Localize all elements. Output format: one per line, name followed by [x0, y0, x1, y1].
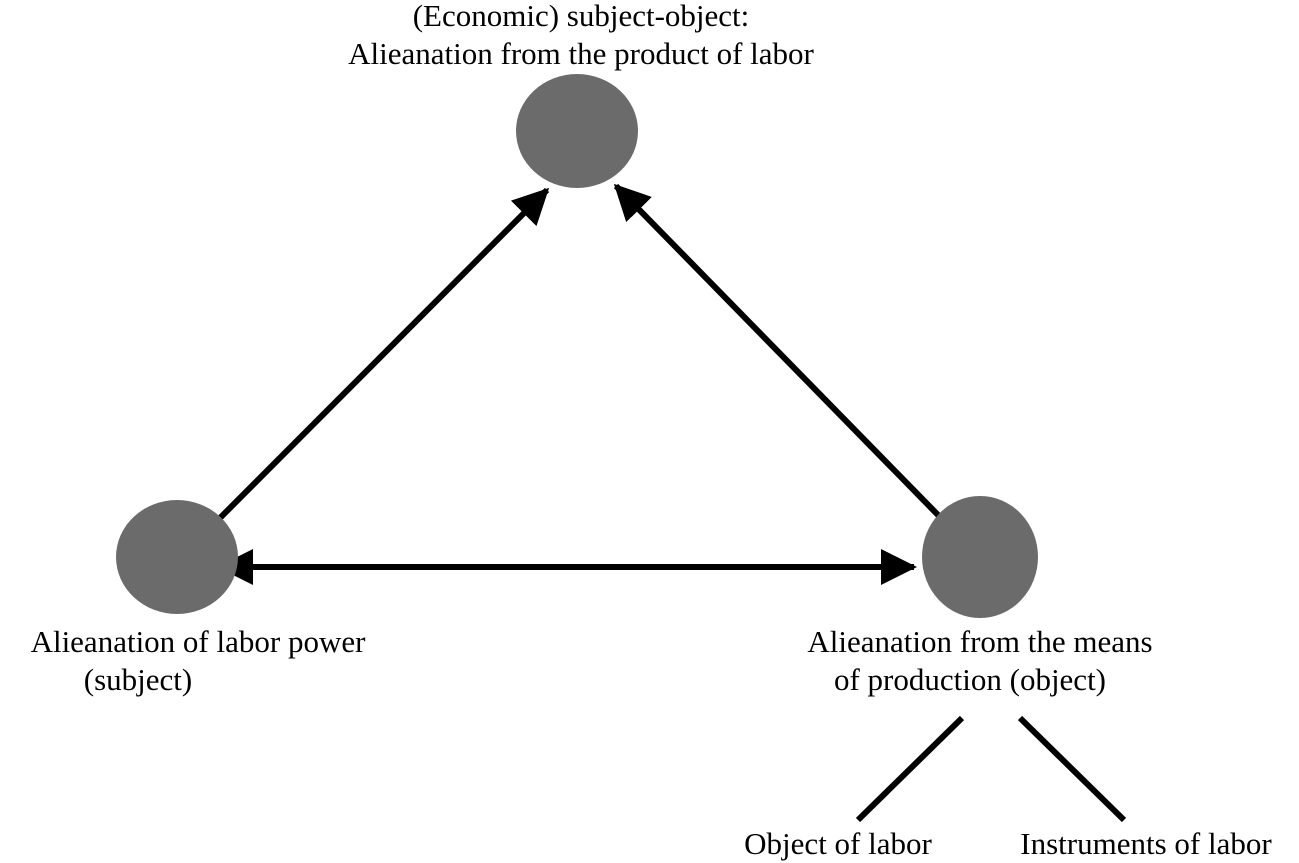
- branch-line-object-of-labor: [855, 715, 965, 823]
- node-right-label: Alieanation from the means of production…: [770, 623, 1190, 699]
- node-left-circle: [116, 500, 238, 614]
- node-right-label-line1: Alieanation from the means: [807, 624, 1153, 659]
- edge-left-to-top: [215, 187, 550, 523]
- node-top-circle: [516, 74, 638, 188]
- node-right-circle: [922, 496, 1038, 618]
- node-top-label-line2: Alieanation from the product of labor: [348, 36, 814, 71]
- branch-line-instruments-of-labor: [1017, 715, 1127, 823]
- branch-label-instruments-of-labor: Instruments of labor: [1020, 826, 1272, 861]
- node-top-label-line1: (Economic) subject-object:: [412, 0, 750, 33]
- node-left-label-line2: (subject): [83, 662, 193, 697]
- edge-right-to-top: [613, 183, 943, 520]
- node-top-label: (Economic) subject-object: Alieanation f…: [281, 0, 881, 73]
- node-left-label-line1: Alieanation of labor power: [30, 624, 366, 659]
- branch-label-object-of-labor: Object of labor: [744, 826, 932, 861]
- node-left-label: Alieanation of labor power (subject): [0, 623, 396, 699]
- node-right-label-line2: of production (object): [833, 662, 1107, 697]
